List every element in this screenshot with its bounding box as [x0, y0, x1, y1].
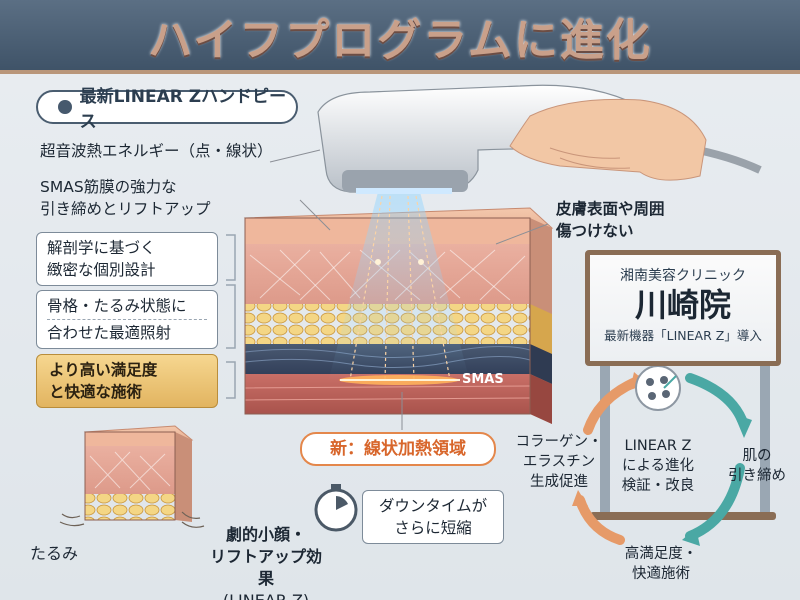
branch-name: 川崎院 [634, 286, 731, 324]
clinic-sign: 湘南美容クリニック 川崎院 最新機器「LINEAR Z」導入 [585, 250, 781, 366]
skin-surface-label: 皮膚表面や周囲 傷つけない [556, 200, 665, 240]
cycle-center: LINEAR Z による進化 検証・改良 [621, 438, 695, 494]
sagging-label: たるみ [30, 544, 79, 563]
bullet-icon [58, 100, 72, 114]
design-label: 解剖学に基づく 緻密な個別設計 [36, 232, 218, 286]
cycle-satisfaction: 高満足度・ 快適施術 [624, 546, 698, 582]
ultrasound-label: 超音波熱エネルギー（点・線状） [40, 142, 273, 160]
linear-heating-label: 新：線状加熱領域 [300, 432, 496, 466]
clinic-name: 湘南美容クリニック [620, 268, 746, 284]
title-banner [0, 0, 800, 74]
device-intro: 最新機器「LINEAR Z」導入 [604, 328, 762, 343]
result-label: 劇的小顔・ リフトアップ効果 (LINEAR Z) [209, 525, 322, 600]
smas-layer-label: SMAS [462, 372, 504, 387]
cycle-collagen: コラーゲン・ エラスチン 生成促進 [515, 434, 603, 490]
smas-lift-label: SMAS筋膜の強力な 引き締めとリフトアップ [40, 178, 211, 218]
page-title: ハイフプログラムに進化 [148, 15, 652, 66]
handpiece-label: 最新LINEAR Zハンドピース [36, 87, 298, 132]
handpiece-label-text: 最新LINEAR Zハンドピース [79, 87, 287, 132]
downtime-label: ダウンタイムが さらに短縮 [362, 490, 504, 544]
irradiation-label: 骨格・たるみ状態に 合わせた最適照射 [36, 290, 218, 349]
satisfaction-label: より高い満足度 と快適な施術 [36, 354, 218, 408]
cycle-firming: 肌の 引き締め [728, 448, 786, 484]
